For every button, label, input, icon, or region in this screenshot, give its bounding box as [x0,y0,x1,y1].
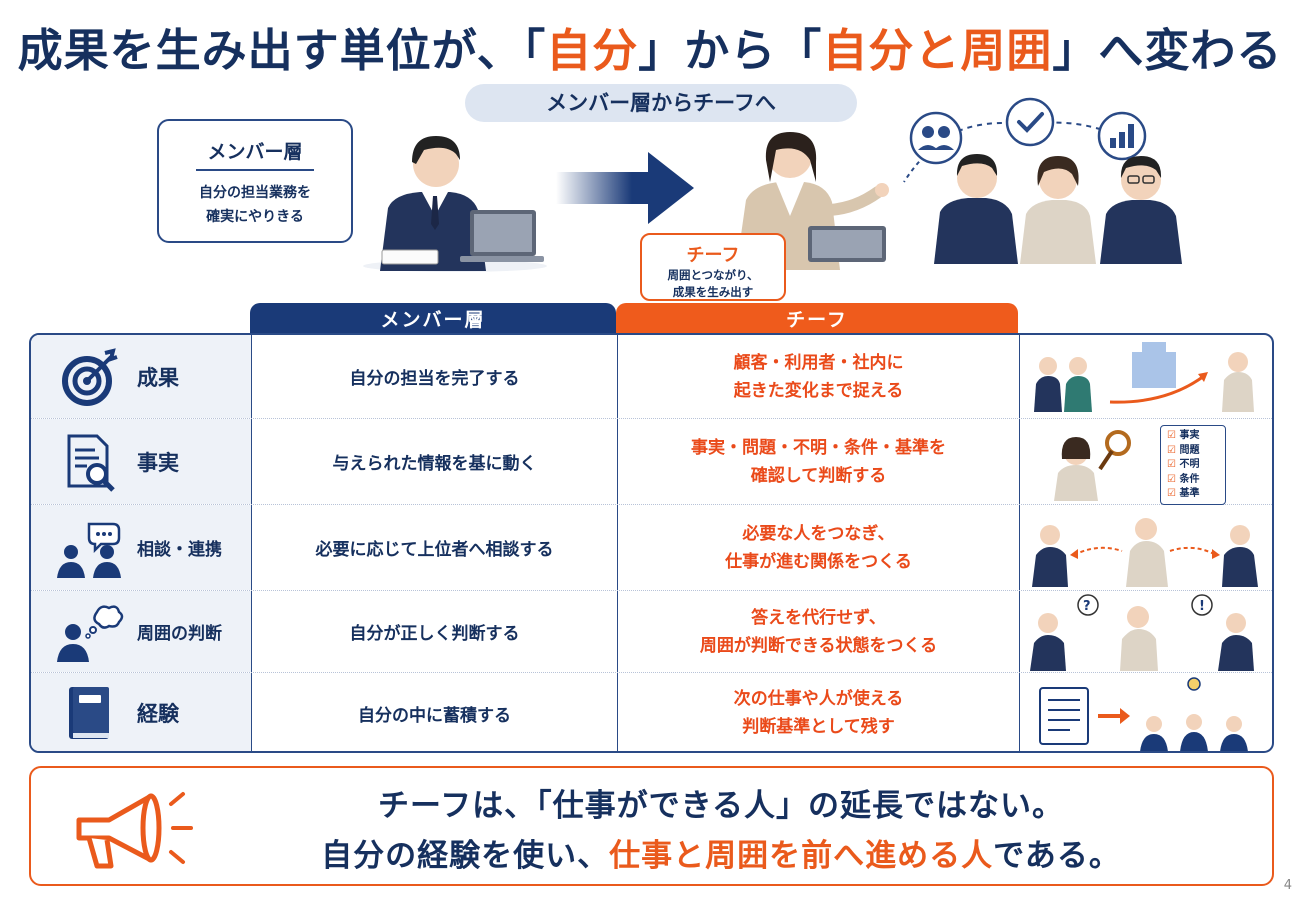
title-highlight-self: 自分 [546,24,639,77]
column-header-member: メンバー層 [250,303,616,337]
svg-text:?: ? [1083,599,1091,614]
member-card-underline [196,169,314,171]
member-card: メンバー層 自分の担当業務を 確実にやりきる [157,119,353,243]
column-header-chief: チーフ [616,303,1018,337]
checklist-item: ☑ 問題 [1167,444,1200,456]
magnifier-check-illustration [1054,430,1131,501]
book-icon [69,687,109,739]
svg-text:!: ! [1199,599,1205,614]
key-message-box: チーフは、「仕事ができる人」の延長ではない。 自分の経験を使い、仕事と周囲を前へ… [29,766,1274,886]
target-icon [62,347,118,406]
row-illustration-cell [1019,335,1272,418]
chief-cell: 必要な人をつなぎ、仕事が進む関係をつくる [617,505,1019,590]
chief-card-heading: チーフ [686,245,740,266]
member-card-heading: メンバー層 [207,141,303,163]
row-label-cell: 経験 [31,673,251,751]
row-label-cell: 成果 [31,335,251,418]
row-label-cell: 事実 [31,419,251,504]
row-illustration-cell: ? ! [1019,591,1272,672]
chief-card-line1: 周囲とつながり、 [667,268,759,282]
row-label: 周囲の判断 [137,624,222,644]
page-title: 成果を生み出す単位が、「自分」から「自分と周囲」へ変わる [17,24,1283,77]
megaphone-icon [76,792,193,869]
table-row: 成果 自分の担当を完了する 顧客・利用者・社内に起きた変化まで捉える [31,335,1272,419]
row-label: 成果 [137,365,179,390]
checkbox-checked-icon: ☑ [1167,459,1176,470]
table-row: 相談・連携 必要に応じて上位者へ相談する 必要な人をつなぎ、仕事が進む関係をつく… [31,505,1272,591]
member-cell: 自分の担当を完了する [251,335,617,418]
row-illustration-cell [1019,505,1272,590]
key-message-line1: チーフは、「仕事ができる人」の延長ではない。 [377,788,1065,824]
customer-change-illustration [1034,341,1254,412]
row-label: 経験 [137,702,179,726]
group-icon [909,111,963,165]
row-illustration-cell [1019,673,1272,751]
member-cell: 必要に応じて上位者へ相談する [251,505,617,590]
checklist-item: ☑ 事実 [1167,430,1200,441]
checklist-item: ☑ 条件 [1167,473,1200,485]
row-illustration-cell: ☑ 事実 ☑ 問題 ☑ 不明 ☑ 条件 ☑ 基準 [1019,419,1272,505]
knowledge-sharing-illustration [1039,677,1248,751]
table-row: 経験 自分の中に蓄積する 次の仕事や人が使える判断基準として残す [31,673,1272,751]
member-card-line2: 確実にやりきる [206,209,304,225]
transition-arrow-icon [556,152,694,224]
key-message-highlight: 仕事と周囲を前へ進める人 [609,838,994,874]
member-cell: 与えられた情報を基に動く [251,419,617,504]
member-cell: 自分の中に蓄積する [251,673,617,751]
table-row: 事実 与えられた情報を基に動く 事実・問題・不明・条件・基準を確認して判断する … [31,419,1272,505]
row-label-cell: 周囲の判断 [31,591,251,672]
team-judgment-illustration: ? ! [1030,593,1254,671]
bar-chart-icon [1097,111,1147,161]
document-search-icon [67,434,115,492]
checkbox-checked-icon: ☑ [1167,488,1176,499]
title-highlight-self-and-others: 自分と周囲 [822,24,1053,77]
checklist-item: ☑ 基準 [1167,488,1200,499]
thinking-person-icon [57,604,124,662]
subtitle-pill: メンバー層からチーフへ [465,84,857,122]
checklist-box: ☑ 事実 ☑ 問題 ☑ 不明 ☑ 条件 ☑ 基準 [1160,425,1226,505]
chief-cell: 次の仕事や人が使える判断基準として残す [617,673,1019,751]
checkbox-checked-icon: ☑ [1167,444,1176,456]
member-working-illustration [363,136,547,272]
page-number: 4 [1283,878,1292,893]
row-label: 相談・連携 [137,540,222,560]
chief-cell: 答えを代行せず、周囲が判断できる状態をつくる [617,591,1019,672]
checkbox-checked-icon: ☑ [1167,430,1176,441]
member-cell: 自分が正しく判断する [251,591,617,672]
comparison-table: 成果 自分の担当を完了する 顧客・利用者・社内に起きた変化まで捉える [29,333,1274,753]
chief-presenting-illustration [736,132,889,270]
row-label: 事実 [137,450,179,475]
chief-cell: 事実・問題・不明・条件・基準を確認して判断する [617,419,1019,504]
connecting-people-illustration [1032,517,1258,587]
row-label-cell: 相談・連携 [31,505,251,590]
chief-cell: 顧客・利用者・社内に起きた変化まで捉える [617,335,1019,418]
chief-card-line2: 成果を生み出す [672,285,754,299]
check-icon [1005,97,1055,147]
consult-people-icon [57,522,121,578]
checklist-item: ☑ 不明 [1167,459,1200,470]
member-card-line1: 自分の担当業務を [199,185,311,201]
team-illustration [903,97,1182,264]
checkbox-checked-icon: ☑ [1167,473,1176,485]
table-row: 周囲の判断 自分が正しく判断する 答えを代行せず、周囲が判断できる状態をつくる … [31,591,1272,673]
chief-card: チーフ 周囲とつながり、 成果を生み出す [640,233,786,301]
key-message-line2: 自分の経験を使い、仕事と周囲を前へ進める人である。 [321,838,1121,874]
